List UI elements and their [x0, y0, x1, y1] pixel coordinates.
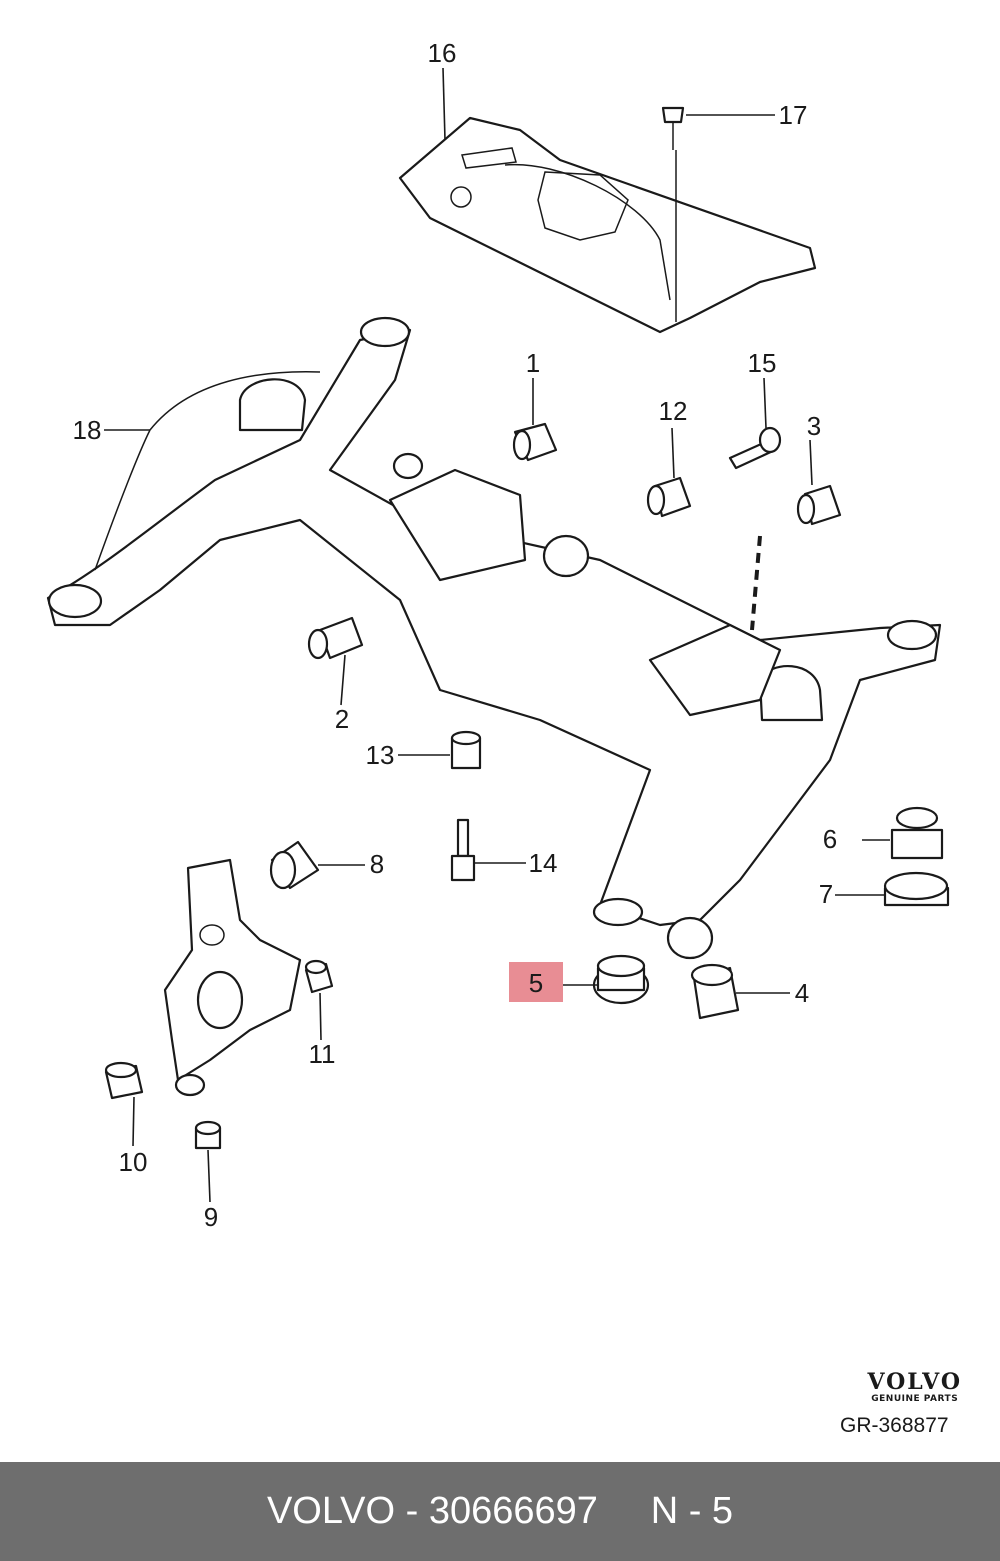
- callout-15: 15: [748, 348, 777, 378]
- volvo-logo: VOLVO: [867, 1369, 962, 1395]
- callout-7: 7: [819, 879, 833, 909]
- part-10-bushing: [104, 1061, 144, 1100]
- part-17-bolt: [661, 106, 685, 322]
- part-5-bushing: [592, 954, 650, 1005]
- drawing-reference: GR-368877: [840, 1414, 949, 1437]
- footer-bar: VOLVO - 30666697 N - 5: [0, 1462, 1000, 1561]
- part-13-bushing: [450, 730, 482, 770]
- part-1-bushing: [512, 422, 558, 462]
- callout-5: 5: [529, 968, 543, 998]
- part-3-bushing: [796, 484, 842, 526]
- callout-4: 4: [795, 978, 809, 1008]
- callout-11: 11: [309, 1039, 336, 1069]
- part-6-mount: [890, 806, 944, 860]
- part-12-bushing: [646, 476, 692, 518]
- part-7-washer: [883, 871, 950, 907]
- brand-logo-block: VOLVO GENUINE PARTS: [867, 1370, 962, 1404]
- part-14-bolt: [450, 818, 476, 882]
- callouts: 1 2 3 4 5 6 7 8 9 10 11 12 13 14 15 16 1…: [73, 38, 838, 1232]
- part-16-plate: [398, 116, 817, 334]
- callout-14: 14: [529, 848, 558, 878]
- highlighted-callout-box: [509, 962, 563, 1002]
- callout-8: 8: [370, 849, 384, 879]
- callout-17: 17: [779, 100, 808, 130]
- footer-part-number: VOLVO - 30666697 N - 5: [266, 1490, 734, 1532]
- part-9-bushing: [194, 1120, 222, 1150]
- steering-knuckle: [163, 858, 302, 1097]
- callout-2: 2: [335, 704, 349, 734]
- callout-6: 6: [823, 824, 837, 854]
- callout-16: 16: [428, 38, 457, 68]
- leader-lines: [104, 67, 890, 1203]
- callout-3: 3: [807, 411, 821, 441]
- callout-18: 18: [73, 415, 102, 445]
- part-8-bushing: [269, 840, 320, 890]
- callout-9: 9: [204, 1202, 218, 1232]
- subframe: [46, 316, 942, 960]
- exploded-parts-diagram: 1 2 3 4 5 6 7 8 9 10 11 12 13 14 15 16 1…: [46, 38, 950, 1232]
- callout-13: 13: [366, 740, 395, 770]
- part-4-bushing: [690, 963, 740, 1020]
- callout-10: 10: [119, 1147, 148, 1177]
- part-2-bushing: [307, 616, 364, 660]
- part-15-bolt: [728, 426, 782, 470]
- callout-1: 1: [526, 348, 540, 378]
- genuine-parts-label: GENUINE PARTS: [871, 1394, 959, 1404]
- part-11-bushing: [304, 959, 334, 994]
- callout-12: 12: [659, 396, 688, 426]
